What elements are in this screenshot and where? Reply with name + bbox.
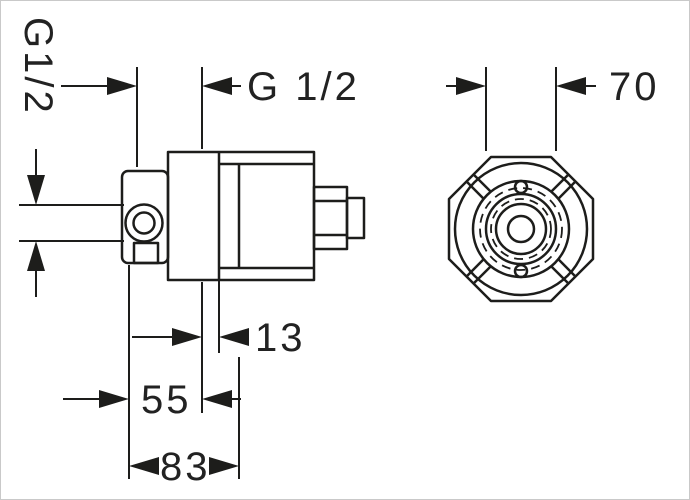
spokes [466,174,576,284]
dimension-83: 83 [128,265,240,489]
dim-label-83: 83 [160,445,211,489]
lower-stub [132,241,160,265]
front-view [447,155,595,303]
valve-body-outline [166,150,316,282]
outer-ring [453,161,589,297]
dimension-55: 55 [63,378,241,422]
housing-octagon [447,155,595,303]
mid-ring [471,179,571,279]
dimension-arrow-up [27,241,45,271]
dimension-70: 70 [446,65,660,151]
dimension-13: 13 [132,280,306,413]
dimension-arrow-right [172,328,202,346]
spindle-housing [312,185,349,251]
dimension-arrow-down [27,175,45,205]
dimension-arrow-left [129,457,159,475]
bolt-circle-dashed [479,187,563,271]
dimension-arrow-left [556,77,586,95]
dimension-arrow-left [202,390,232,408]
dim-label-55: 55 [141,378,192,422]
screw-top [513,179,529,195]
dimension-arrow-right [209,457,239,475]
side-view [120,150,366,282]
spindle-circle [506,214,536,244]
dimension-arrow-left [202,77,232,95]
port-outer-circle [124,203,164,243]
dimension-arrow-right [99,390,129,408]
dim-label-thread-vertical: G1/2 [16,17,60,116]
dimension-thread-top: G 1/2 [61,65,360,167]
dimension-arrow-right [456,77,486,95]
thread-circle-dashed [490,198,552,260]
screw-bottom [513,263,529,279]
dim-label-70: 70 [609,65,660,109]
dimension-thread-left: G1/2 [16,17,124,297]
spindle-tip [345,196,366,240]
dim-label-thread-top: G 1/2 [247,65,360,109]
dimension-arrow-left [219,328,249,346]
inner-ring [494,202,548,256]
port-inner-circle [132,211,156,235]
dimension-arrow-right [107,77,137,95]
dim-label-13: 13 [255,316,306,360]
